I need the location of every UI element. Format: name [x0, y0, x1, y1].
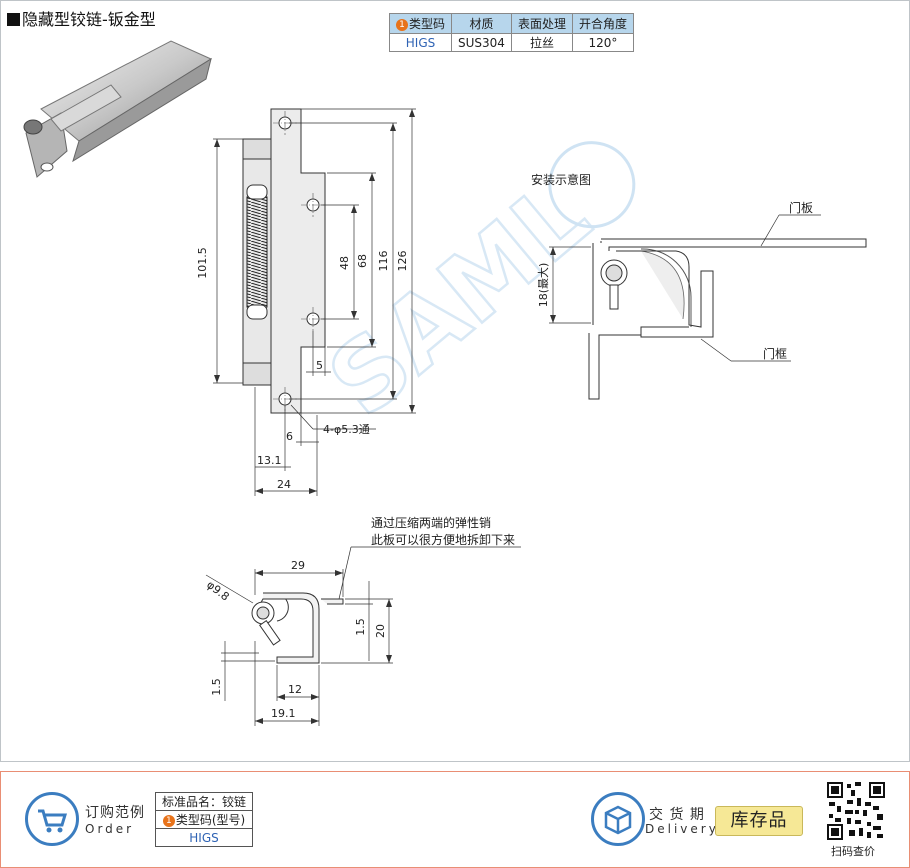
- max-gap-label: 18(最大): [536, 263, 550, 308]
- dim-48: 48: [338, 256, 351, 270]
- order-title-en: Order: [85, 822, 135, 836]
- dim-126: 126: [396, 251, 409, 272]
- install-caption: 安装示意图: [531, 172, 591, 187]
- order-title: 订购范例: [85, 805, 145, 821]
- note-line-1: 通过压缩两端的弹性销: [371, 515, 491, 530]
- door-frame-label: 门框: [763, 346, 787, 361]
- door-panel-label: 门板: [789, 200, 813, 215]
- spec-header-surface: 表面处理: [510, 13, 573, 34]
- dim-dia-9-8: φ9.8: [204, 578, 232, 603]
- install-view: [549, 214, 867, 400]
- spec-cell-angle: 120°: [571, 33, 634, 52]
- dim-1-5-left: 1.5: [210, 678, 223, 696]
- product-photo: [23, 40, 213, 178]
- spec-cell-type[interactable]: HIGS: [388, 33, 453, 52]
- dim-holes: 4-φ5.3通: [323, 423, 370, 436]
- type-value-cell[interactable]: HIGS: [154, 828, 254, 847]
- dim-20: 20: [374, 624, 387, 638]
- front-view: [213, 108, 416, 496]
- dim-24: 24: [277, 478, 291, 491]
- title-text: 隐藏型铰链-钣金型: [22, 10, 156, 29]
- delivery-title-en: Delivery: [645, 822, 719, 836]
- dim-1-5: 1.5: [354, 618, 367, 636]
- delivery-box-icon: [591, 792, 645, 846]
- marker-1-icon: 1: [396, 19, 408, 31]
- qr-caption: 扫码查价: [831, 845, 875, 858]
- svg-text:SAML: SAML: [308, 159, 610, 438]
- title-square-icon: [7, 13, 20, 26]
- side-view-labels: 通过压缩两端的弹性销 此板可以很方便地拆卸下来 29 φ9.8 1.5 20 1…: [204, 515, 515, 720]
- dim-5: 5: [316, 359, 323, 372]
- side-view: [205, 546, 521, 726]
- cart-icon: [25, 792, 79, 846]
- in-stock-button[interactable]: 库存品: [715, 806, 803, 836]
- dim-19-1: 19.1: [271, 707, 296, 720]
- spec-cell-surface: 拉丝: [510, 33, 573, 52]
- note-line-2: 此板可以很方便地拆卸下来: [371, 532, 515, 547]
- technical-drawing: SAML: [23, 40, 867, 726]
- dim-12: 12: [288, 683, 302, 696]
- page-title: 隐藏型铰链-钣金型: [7, 6, 156, 30]
- install-view-labels: 安装示意图 门板 门框 18(最大): [531, 172, 813, 361]
- std-name-cell: 标准品名：铰链: [154, 792, 254, 811]
- front-view-dim-labels: 101.5 48 68 116 126 5 6 13.1 24 4-φ5.3通: [196, 247, 409, 491]
- dim-6: 6: [286, 430, 293, 443]
- delivery-title: 交 货 期: [649, 807, 705, 823]
- spec-header-angle: 开合角度: [571, 13, 634, 34]
- dim-13-1: 13.1: [257, 454, 282, 467]
- dim-116: 116: [377, 251, 390, 272]
- dim-101-5: 101.5: [196, 247, 209, 279]
- dim-29: 29: [291, 559, 305, 572]
- spec-cell-material: SUS304: [451, 33, 512, 52]
- qr-code-icon[interactable]: [827, 782, 885, 840]
- marker-1-icon: 1: [162, 815, 175, 827]
- dim-68: 68: [356, 254, 369, 268]
